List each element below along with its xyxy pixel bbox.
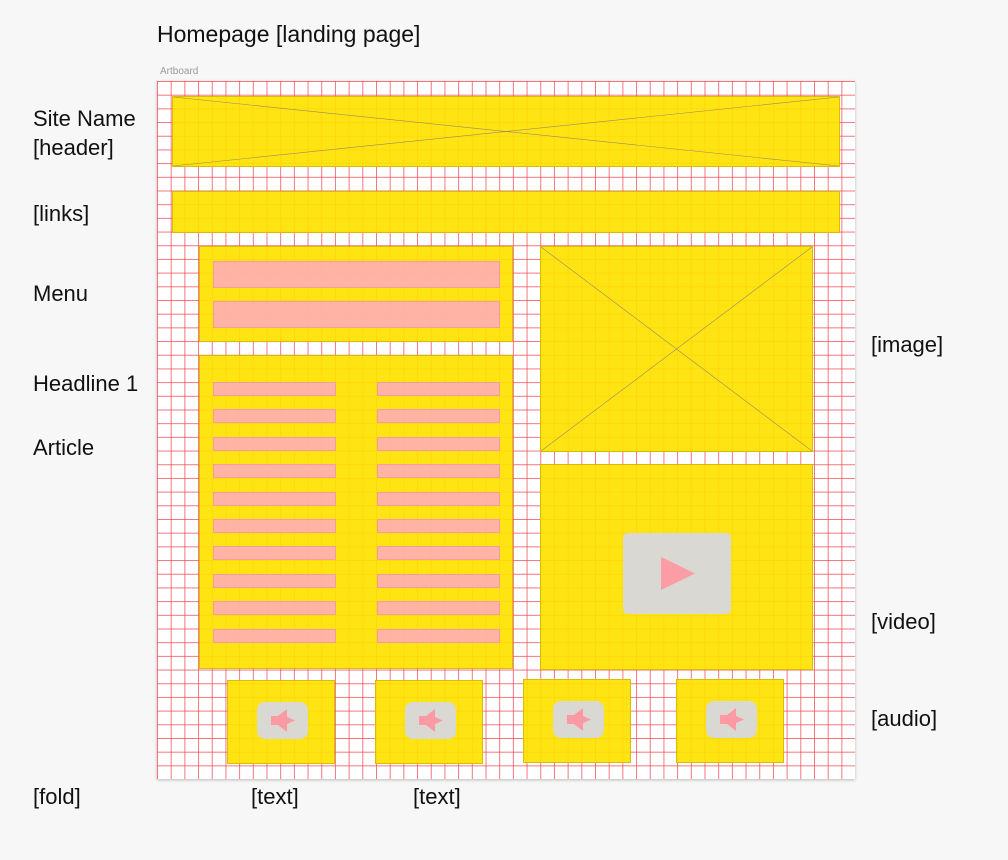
audio-block — [227, 680, 335, 764]
page-title: Homepage [landing page] — [157, 21, 421, 47]
article-text-bar — [213, 491, 336, 506]
article-text-bar — [213, 436, 336, 451]
article-text-bar — [377, 409, 500, 424]
audio-player[interactable] — [553, 701, 604, 738]
audio-block — [676, 679, 784, 763]
label-links: [links] — [33, 201, 90, 226]
article-text-bar — [213, 546, 336, 561]
menu-bar — [213, 261, 500, 288]
article-text-bar — [213, 573, 336, 588]
article-text-bar — [377, 491, 500, 506]
label-header: [header] — [33, 135, 114, 160]
audio-block — [375, 680, 483, 764]
artboard-caption: Artboard — [160, 66, 199, 77]
label-site-name: Site Name — [33, 106, 136, 131]
article-text-bar — [377, 601, 500, 616]
menu-bar — [213, 301, 500, 328]
label-text-1: [text] — [251, 784, 299, 809]
article-text-bar — [377, 628, 500, 643]
audio-player[interactable] — [257, 702, 308, 739]
links-block — [172, 191, 840, 233]
video-player[interactable] — [623, 533, 731, 614]
image-block — [540, 246, 813, 452]
article-text-bar — [213, 519, 336, 533]
label-menu: Menu — [33, 281, 89, 306]
speaker-icon — [567, 708, 591, 731]
label-audio: [audio] — [871, 706, 938, 731]
label-video: [video] — [871, 609, 936, 634]
article-text-bar — [377, 519, 500, 533]
article-text-bar — [213, 628, 336, 643]
speaker-icon — [419, 709, 443, 732]
label-text-2: [text] — [413, 784, 461, 809]
label-headline: Headline 1 — [33, 371, 139, 396]
speaker-icon — [720, 708, 744, 731]
article-text-bar — [213, 464, 336, 479]
label-image: [image] — [871, 332, 944, 357]
header-block — [172, 96, 840, 167]
article-block — [199, 355, 513, 669]
x-mark-icon — [173, 97, 839, 166]
label-fold: [fold] — [33, 784, 81, 809]
article-text-bar — [213, 382, 336, 396]
article-text-bar — [213, 601, 336, 616]
x-mark-icon — [541, 247, 812, 451]
article-text-bar — [377, 436, 500, 451]
play-icon — [661, 557, 695, 590]
article-text-bar — [377, 464, 500, 479]
menu-block — [199, 246, 513, 342]
label-article: Article — [33, 435, 95, 460]
article-text-bar — [213, 409, 336, 424]
article-text-bar — [377, 546, 500, 561]
article-text-bar — [377, 573, 500, 588]
audio-player[interactable] — [706, 701, 757, 738]
speaker-icon — [271, 709, 295, 732]
video-block — [540, 464, 813, 670]
audio-block — [523, 679, 631, 763]
article-text-bar — [377, 382, 500, 396]
audio-player[interactable] — [405, 702, 456, 739]
artboard — [157, 81, 855, 779]
